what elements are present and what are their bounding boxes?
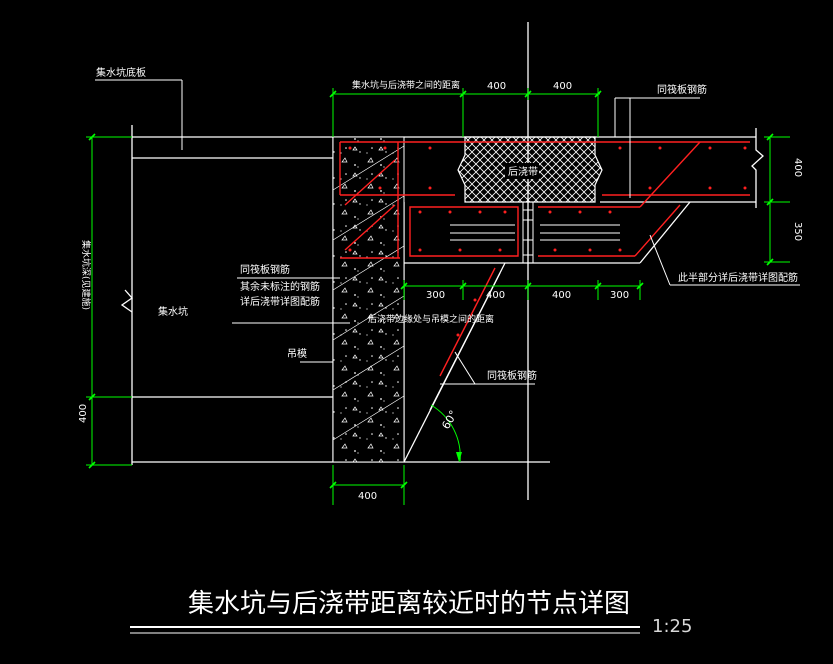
pit-depth-label: 集水坑深(见建施) xyxy=(80,240,92,310)
post-pour-strip-label: 后浇带 xyxy=(508,165,538,178)
half-section-note: 此半部分详后浇带详图配筋 xyxy=(678,271,798,284)
top-slab-rebar-label: 同筏板钢筋 xyxy=(657,83,707,96)
dim-mid-400-b: 400 xyxy=(552,290,571,301)
dim-right-400: 400 xyxy=(792,158,803,177)
pit-label: 集水坑 xyxy=(158,305,188,318)
wall-concrete-hatch xyxy=(332,136,405,463)
unmarked-rebar-note-2: 详后浇带详图配筋 xyxy=(240,295,320,308)
leader-lines xyxy=(95,79,800,385)
strip-to-wall-distance-label: 后浇带边缘处与吊模之间的距离 xyxy=(368,313,494,325)
dim-mid-300-b: 300 xyxy=(610,290,629,301)
drawing-scale: 1:25 xyxy=(652,616,692,637)
dim-left-400: 400 xyxy=(78,404,89,423)
hanging-formwork-label: 吊模 xyxy=(287,348,307,360)
unmarked-rebar-note-1: 其余未标注的钢筋 xyxy=(240,280,320,293)
dim-right-350: 350 xyxy=(792,222,803,241)
dim-mid-400-a: 400 xyxy=(486,290,505,301)
dimension-lines xyxy=(86,88,790,505)
distance-pit-to-strip-label: 集水坑与后浇带之间的距离 xyxy=(352,79,460,91)
rebar-white-bars xyxy=(450,224,620,241)
dim-top-400-a: 400 xyxy=(487,81,506,92)
joint-box xyxy=(522,201,534,264)
dim-bottom-400: 400 xyxy=(358,491,377,502)
angle-arrow xyxy=(456,452,462,462)
rebar xyxy=(339,141,750,377)
dim-top-400-b: 400 xyxy=(553,81,572,92)
angle-label: 60° xyxy=(439,408,460,431)
wall-diagonal-lines xyxy=(332,145,405,441)
post-pour-strip-label-bg xyxy=(505,163,539,179)
rebar-dots xyxy=(348,146,747,337)
dim-mid-300-a: 300 xyxy=(426,290,445,301)
slope-rebar-label: 同筏板钢筋 xyxy=(487,369,537,382)
drawing-title: 集水坑与后浇带距离较近时的节点详图 xyxy=(188,589,630,619)
dimension-ticks xyxy=(88,90,774,489)
left-slab-rebar-label: 同筏板钢筋 xyxy=(240,263,290,276)
pit-floor-slab-label: 集水坑底板 xyxy=(96,66,146,79)
